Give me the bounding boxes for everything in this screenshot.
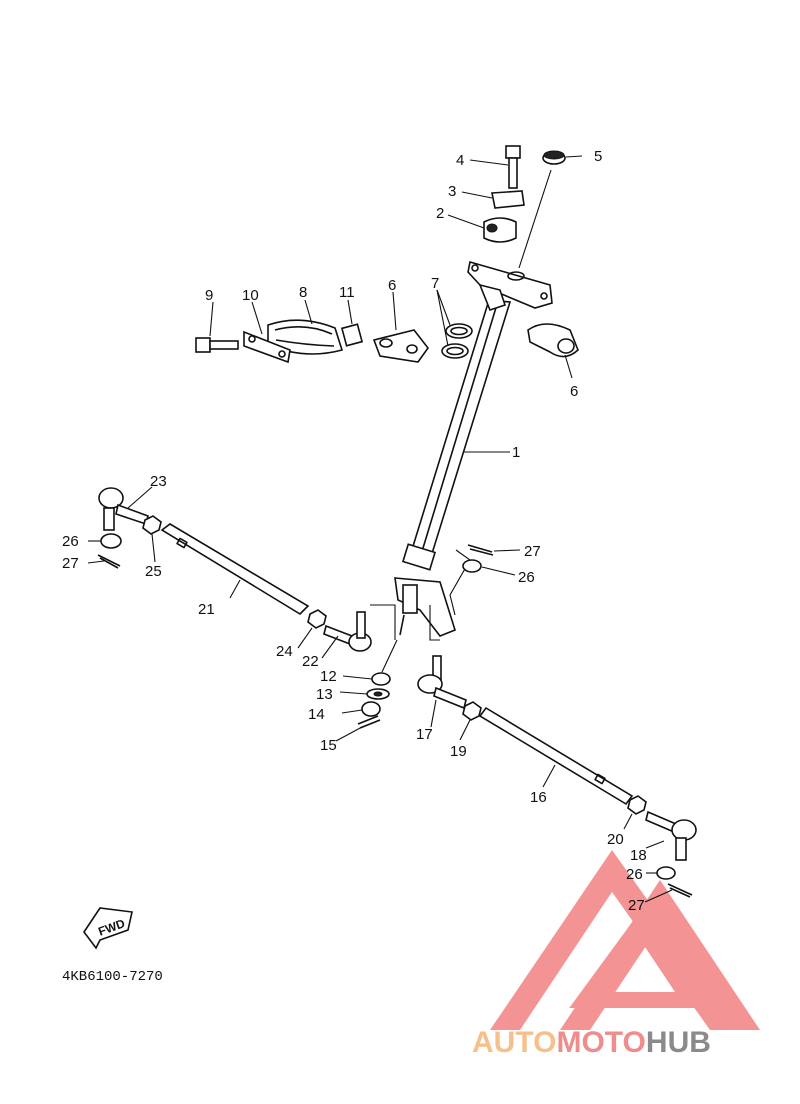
callout-11: 11 xyxy=(339,284,355,301)
callout-24: 24 xyxy=(276,643,293,660)
watermark-text: AUTOMOTOHUB xyxy=(472,1026,711,1059)
callout-7: 7 xyxy=(431,275,439,292)
callout-9: 9 xyxy=(205,287,213,304)
callout-5: 5 xyxy=(594,148,602,165)
bolt-9 xyxy=(195,337,239,353)
collar-11 xyxy=(340,323,364,347)
tie-rod-end-17 xyxy=(417,655,467,710)
callout-10: 10 xyxy=(242,287,259,304)
callout-3: 3 xyxy=(448,183,456,200)
nut-12 xyxy=(371,672,391,686)
nut-25 xyxy=(142,515,162,535)
callout-23: 23 xyxy=(150,473,167,490)
callout-25: 25 xyxy=(145,563,162,580)
callout-labels: 1 2 3 4 5 6 6 7 8 9 10 11 12 13 14 15 16… xyxy=(62,148,647,914)
callout-6: 6 xyxy=(388,277,396,294)
callout-6b: 6 xyxy=(570,383,578,400)
bolt-4 xyxy=(505,145,521,189)
callout-27a: 27 xyxy=(62,555,79,572)
callout-12: 12 xyxy=(320,668,337,685)
callout-27b: 27 xyxy=(524,543,541,560)
callout-8: 8 xyxy=(299,284,307,301)
steering-shaft xyxy=(394,299,512,637)
lock-washer-10 xyxy=(243,330,291,364)
callout-21: 21 xyxy=(198,601,215,618)
clamp-6-right xyxy=(527,323,579,358)
callout-19: 19 xyxy=(450,743,467,760)
bushings-7 xyxy=(441,323,473,359)
holder-3 xyxy=(491,190,525,209)
tie-rod-end-23 xyxy=(98,487,149,531)
cotter-27-right xyxy=(667,883,693,898)
cotter-27-left xyxy=(97,554,121,569)
callout-16: 16 xyxy=(530,789,547,806)
callout-14: 14 xyxy=(308,706,325,723)
watermark-hub: HUB xyxy=(646,1026,711,1059)
shaft-top-plate xyxy=(467,260,553,311)
tie-rod-end-18 xyxy=(645,810,697,861)
callout-20: 20 xyxy=(607,831,624,848)
callout-18: 18 xyxy=(630,847,647,864)
tie-rod-21 xyxy=(160,523,310,616)
callout-27c: 27 xyxy=(628,897,645,914)
callout-15: 15 xyxy=(320,737,337,754)
callout-1: 1 xyxy=(512,444,520,461)
callout-26c: 26 xyxy=(626,866,643,883)
nut-20 xyxy=(627,795,647,815)
callout-13: 13 xyxy=(316,686,333,703)
cotter-pin-15 xyxy=(357,715,381,729)
tie-rod-16 xyxy=(478,706,634,806)
callout-22: 22 xyxy=(302,653,319,670)
callout-4: 4 xyxy=(456,152,464,169)
collar-2 xyxy=(483,217,517,243)
nut-26-mid xyxy=(462,559,482,573)
clamp-6-left xyxy=(372,329,429,363)
cotter-27-mid xyxy=(467,544,494,556)
nut-26-right xyxy=(656,866,676,880)
watermark-logo xyxy=(490,850,760,1030)
watermark-auto: AUTO xyxy=(472,1026,556,1059)
callout-26b: 26 xyxy=(518,569,535,586)
nut-26-left xyxy=(100,533,122,549)
plate-8 xyxy=(267,319,344,355)
nut-24 xyxy=(307,609,327,629)
callout-26a: 26 xyxy=(62,533,79,550)
nut-19 xyxy=(462,701,482,721)
washer-13 xyxy=(366,688,390,700)
callout-17: 17 xyxy=(416,726,433,743)
cap-5 xyxy=(542,150,566,165)
tie-rod-end-22 xyxy=(323,611,372,652)
leader-lines xyxy=(87,155,673,903)
castle-nut-14 xyxy=(361,701,381,717)
fwd-arrow-icon: FWD xyxy=(83,907,133,950)
part-code: 4KB6100-7270 xyxy=(62,969,163,985)
watermark-moto: MOTO xyxy=(556,1026,645,1059)
callout-2: 2 xyxy=(436,205,444,222)
